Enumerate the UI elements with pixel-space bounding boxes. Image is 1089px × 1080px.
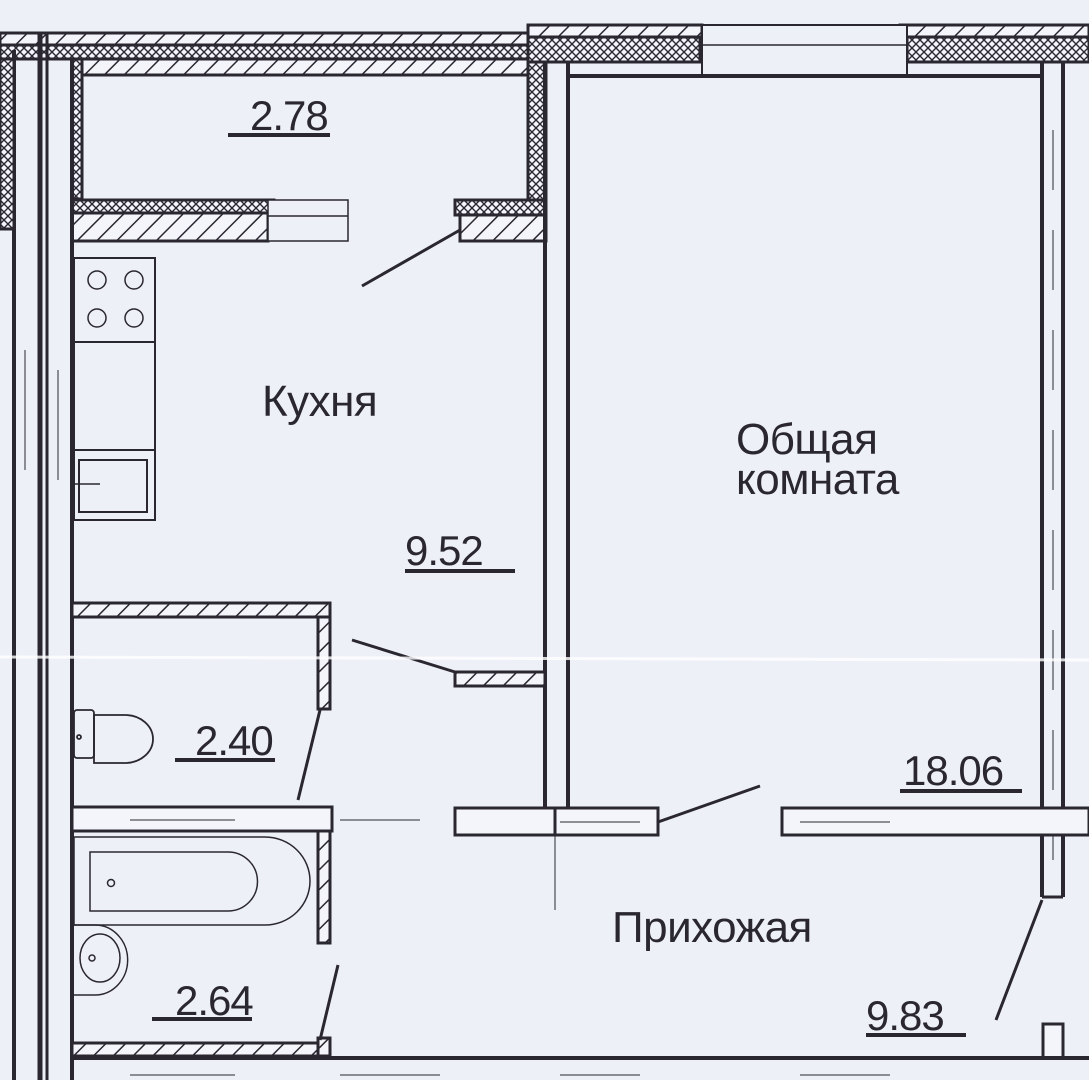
washbasin-icon	[72, 924, 129, 996]
exterior-wall-top-right	[526, 23, 1089, 78]
paper-fold	[0, 655, 1089, 662]
living-room-area-underline	[900, 789, 1022, 793]
toilet-area-underline	[175, 758, 275, 762]
balcony-bottom-wall	[70, 198, 548, 243]
kitchen-label: Кухня	[262, 377, 378, 426]
corridor-door	[351, 638, 456, 674]
toilet-room-walls	[70, 601, 547, 711]
living-room-door	[657, 784, 761, 824]
partition-kitchen-living	[543, 62, 570, 808]
toilet-icon	[73, 709, 154, 764]
bathroom-area: 2.64	[175, 977, 254, 1024]
living-room-bottom-wall	[340, 806, 1089, 910]
hallway-area: 9.83	[866, 992, 945, 1039]
living-room-area: 18.06	[903, 747, 1004, 794]
partition-living-right	[1040, 62, 1065, 899]
bathtub-icon	[73, 836, 311, 926]
hallway-label: Прихожая	[612, 903, 812, 952]
bathroom-walls	[70, 829, 332, 1058]
bathroom-area-underline	[152, 1017, 252, 1021]
kitchen-area: 9.52	[405, 527, 484, 574]
living-room-label-line2: комната	[736, 455, 899, 504]
exterior-wall-bottom	[72, 1056, 1089, 1076]
window	[701, 24, 908, 76]
entrance-jamb	[1041, 1022, 1065, 1060]
toilet-door	[296, 709, 322, 801]
kitchen-area-underline	[405, 569, 515, 573]
hallway-area-underline	[866, 1033, 966, 1037]
balcony-area: 2.78	[250, 92, 329, 139]
living-room-label-line1: Общая	[736, 415, 878, 464]
kitchen-door	[361, 228, 461, 288]
left-walls	[0, 33, 74, 1080]
stove-icon	[87, 270, 144, 328]
entrance-door	[994, 899, 1044, 1021]
toilet-bath-wall	[70, 805, 334, 833]
bathroom-door	[318, 964, 340, 1041]
balcony-area-underline	[228, 133, 330, 137]
kitchen-counter	[73, 257, 156, 521]
sink-icon	[74, 459, 148, 513]
toilet-area: 2.40	[195, 717, 274, 764]
